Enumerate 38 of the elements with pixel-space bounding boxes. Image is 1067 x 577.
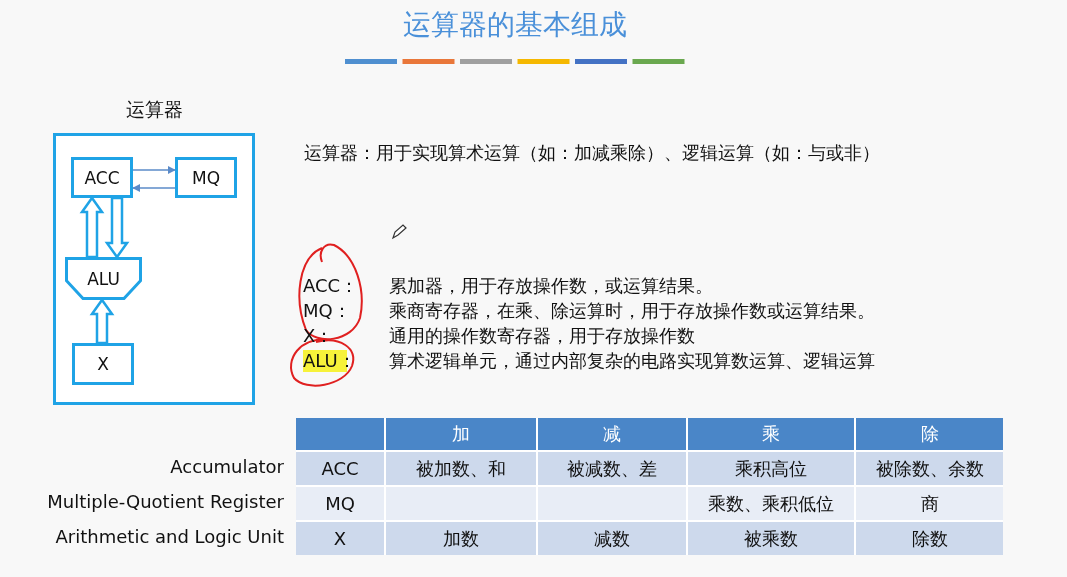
term-label: MQ： <box>303 300 351 322</box>
column-header: 减 <box>538 418 686 450</box>
column-header: 加 <box>386 418 536 450</box>
table-cell: 加数 <box>386 522 536 555</box>
group-title: 运算器 <box>124 97 184 121</box>
definition-text: 累加器，用于存放操作数，或运算结果。 <box>389 275 713 297</box>
table-cell: 商 <box>856 487 1003 520</box>
table-cell: X <box>296 522 384 555</box>
definition-text: 通用的操作数寄存器，用于存放操作数 <box>389 325 695 347</box>
hollow-arrow <box>89 297 115 345</box>
description-text: 运算器：用于实现算术运算（如：加减乘除）、逻辑运算（如：与或非） <box>304 142 880 164</box>
arrow <box>132 184 176 192</box>
table-cell: 被减数、差 <box>538 452 686 485</box>
column-header: 乘 <box>688 418 854 450</box>
table-cell: 被加数、和 <box>386 452 536 485</box>
definition-text: 乘商寄存器，在乘、除运算时，用于存放操作数或运算结果。 <box>389 300 875 322</box>
arrow <box>132 166 176 174</box>
slide-title: 运算器的基本组成 <box>402 7 628 43</box>
alu-shape: ALU <box>65 257 142 300</box>
table-cell: 被除数、余数 <box>856 452 1003 485</box>
hollow-arrow <box>104 196 130 260</box>
table-cell: 除数 <box>856 522 1003 555</box>
table-cell: MQ <box>296 487 384 520</box>
row-label: Arithmetic and Logic Unit <box>55 526 284 548</box>
register-box: X <box>72 343 134 385</box>
table-cell: ACC <box>296 452 384 485</box>
term-label: ACC： <box>303 275 359 297</box>
table-cell: 乘积高位 <box>688 452 854 485</box>
definition-text: 算术逻辑单元，通过内部复杂的电路实现算数运算、逻辑运算 <box>389 350 875 372</box>
table-cell: 被乘数 <box>688 522 854 555</box>
register-box: MQ <box>175 157 237 198</box>
table-cell: 乘数、乘积低位 <box>688 487 854 520</box>
row-label: Accumulator <box>170 456 284 478</box>
register-box: ACC <box>71 157 133 198</box>
column-header: 除 <box>856 418 1003 450</box>
row-label: Multiple-Quotient Register <box>47 491 284 513</box>
table-cell: 减数 <box>538 522 686 555</box>
hollow-arrow <box>79 195 105 259</box>
